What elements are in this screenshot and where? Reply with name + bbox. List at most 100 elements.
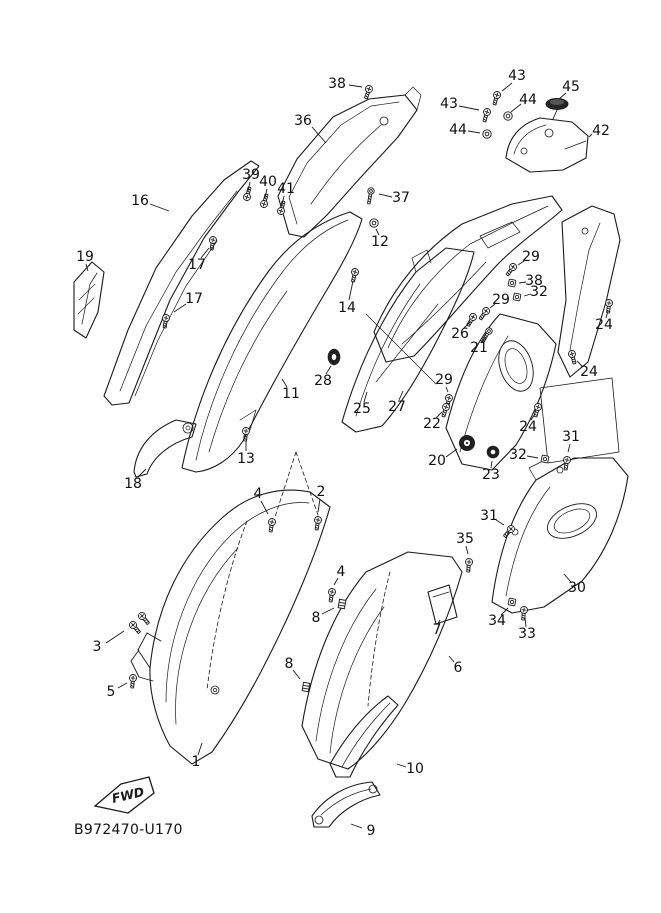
callout-22: 22 xyxy=(423,416,441,432)
leader-line-31 xyxy=(495,519,505,526)
part-10-blade xyxy=(329,695,399,778)
leader-line-7 xyxy=(437,619,441,625)
callout-27: 27 xyxy=(388,399,406,415)
leader-line-45 xyxy=(558,92,567,100)
leader-line-35 xyxy=(465,545,469,555)
part-6-panel xyxy=(301,551,463,770)
part-45-cap xyxy=(545,98,569,120)
callout-33: 33 xyxy=(518,626,536,642)
leader-line-17 xyxy=(200,247,210,259)
leader-line-4 xyxy=(333,577,339,586)
callout-9: 9 xyxy=(366,823,376,839)
leader-line-29 xyxy=(489,303,496,309)
callout-13: 13 xyxy=(237,451,255,467)
leader-line-29 xyxy=(445,386,449,393)
part-11-panel xyxy=(181,211,363,473)
callout-24: 24 xyxy=(519,419,537,435)
leader-line-39 xyxy=(247,181,251,192)
leader-line-40 xyxy=(264,188,268,199)
leader-line-31 xyxy=(567,443,571,453)
leader-line-36 xyxy=(311,126,327,144)
part-36-panel xyxy=(277,86,422,238)
callout-24: 24 xyxy=(580,364,598,380)
leader-line-34 xyxy=(500,607,509,616)
leader-line-38 xyxy=(348,84,363,88)
leader-line-17 xyxy=(173,303,187,313)
leader-line-21 xyxy=(481,336,487,343)
callout-11: 11 xyxy=(282,386,300,402)
leader-line-41 xyxy=(281,195,285,206)
callout-1: 1 xyxy=(191,754,201,770)
part-25-panel xyxy=(341,247,475,433)
leader-line-27 xyxy=(398,390,404,401)
callout-44: 44 xyxy=(519,92,537,108)
callout-29: 29 xyxy=(435,372,453,388)
callout-29: 29 xyxy=(492,292,510,308)
leader-line-1 xyxy=(197,742,203,756)
callout-7: 7 xyxy=(432,622,442,638)
callout-43: 43 xyxy=(508,68,526,84)
callout-4: 4 xyxy=(253,486,263,502)
callout-2: 2 xyxy=(316,484,326,500)
leader-line-8 xyxy=(321,607,335,615)
callout-40: 40 xyxy=(259,174,277,190)
callout-18: 18 xyxy=(124,476,142,492)
leader-line-12 xyxy=(375,228,380,236)
callout-14: 14 xyxy=(338,300,356,316)
callout-32: 32 xyxy=(509,447,527,463)
leader-line-32 xyxy=(523,293,532,297)
leader-line-14 xyxy=(348,280,354,301)
callout-34: 34 xyxy=(488,613,506,629)
callout-20: 20 xyxy=(428,453,446,469)
callout-31: 31 xyxy=(480,508,498,524)
part-9-bracket xyxy=(311,781,381,828)
part-1-panel xyxy=(130,489,331,765)
leader-line-24 xyxy=(576,360,584,368)
callout-28: 28 xyxy=(314,373,332,389)
callout-38: 38 xyxy=(328,76,346,92)
callout-32: 32 xyxy=(530,284,548,300)
callout-23: 23 xyxy=(482,467,500,483)
callout-21: 21 xyxy=(470,340,488,356)
leader-line-33 xyxy=(524,617,527,628)
callout-17: 17 xyxy=(185,291,203,307)
leader-line-3 xyxy=(105,630,125,644)
callout-8: 8 xyxy=(311,610,321,626)
leader-line-32 xyxy=(526,455,539,459)
leader-line-24 xyxy=(605,310,609,319)
fwd-flag: FWD xyxy=(93,776,155,814)
leader-line-16 xyxy=(149,203,170,212)
callout-38: 38 xyxy=(525,273,543,289)
leader-line-30 xyxy=(563,573,572,583)
callout-43: 43 xyxy=(440,96,458,112)
callout-17: 17 xyxy=(188,257,206,273)
leader-line-44 xyxy=(467,130,481,134)
leader-line-37 xyxy=(378,193,393,198)
leader-line-23 xyxy=(490,460,493,469)
part-24-side-panel xyxy=(557,205,621,378)
leader-line-26 xyxy=(463,321,471,329)
leader-line-28 xyxy=(325,365,332,375)
callout-6: 6 xyxy=(453,660,463,676)
callout-41: 41 xyxy=(277,181,295,197)
part-30-panel xyxy=(491,457,629,614)
callout-29: 29 xyxy=(522,249,540,265)
callout-12: 12 xyxy=(371,234,389,250)
callout-8: 8 xyxy=(284,656,294,672)
leader-line-18 xyxy=(137,468,147,478)
callout-3: 3 xyxy=(92,639,102,655)
leader-line-43 xyxy=(458,105,480,111)
callout-35: 35 xyxy=(456,531,474,547)
callout-19: 19 xyxy=(76,249,94,265)
leader-line-42 xyxy=(588,133,593,138)
leader-line-6 xyxy=(448,655,455,663)
part-19-shard xyxy=(73,261,105,339)
callout-5: 5 xyxy=(106,684,116,700)
callout-39: 39 xyxy=(242,167,260,183)
part-16-frame xyxy=(103,160,260,406)
part-42-bracket xyxy=(505,117,589,173)
fwd-label: FWD xyxy=(110,784,145,806)
